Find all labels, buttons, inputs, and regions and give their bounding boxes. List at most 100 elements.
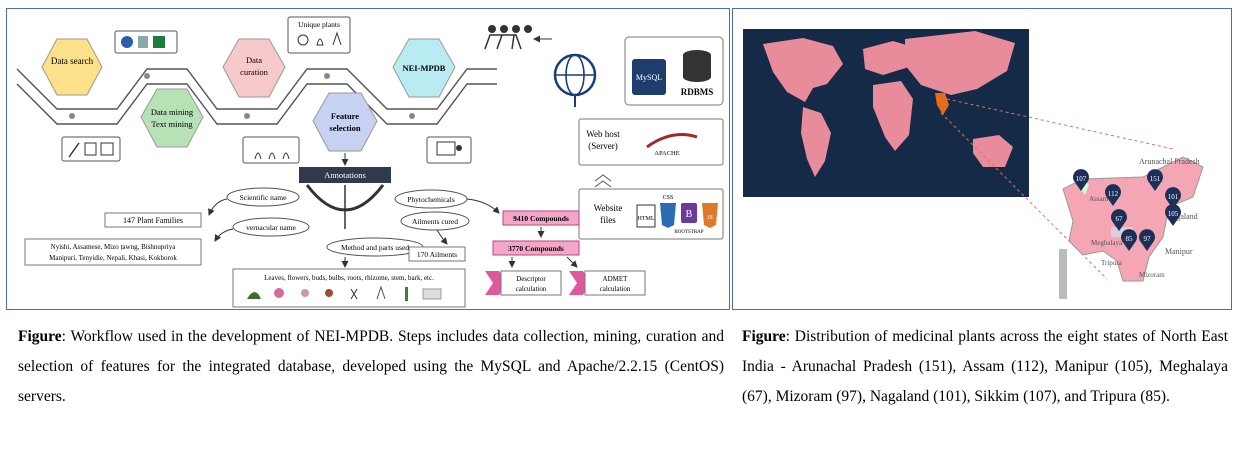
label-tripura: Tripura <box>1101 259 1123 267</box>
css-icon: CSS <box>663 195 674 201</box>
workflow-panel: Data search Data mining Text mining Data… <box>6 8 730 310</box>
pin-meghalaya: 67 <box>1111 209 1127 231</box>
svg-text:ADMET: ADMET <box>603 275 629 283</box>
tools-icon-box <box>114 30 178 54</box>
feature-label-2: selection <box>329 123 360 133</box>
apache-label: APACHE <box>654 150 679 157</box>
flower-icon <box>297 34 309 46</box>
pen-icon <box>68 142 80 158</box>
label-mizoram: Mizoram <box>1139 271 1165 279</box>
leaf-icon <box>316 38 324 46</box>
mysql-label: MySQL <box>636 73 662 82</box>
database-icon <box>138 36 148 48</box>
svg-text:calculation: calculation <box>516 285 547 293</box>
map-panel: Arunachal Pradesh Assam Nagaland Manipur… <box>732 8 1232 310</box>
languages-line-2: Manipuri, Tenyidie, Nepali, Khasi, Kokbo… <box>49 254 177 262</box>
plant-parts-box: Leaves, flowers, buds, bulbs, roots, rhi… <box>264 274 434 282</box>
svg-text:calculation: calculation <box>600 285 631 293</box>
pin-mizoram: 97 <box>1139 229 1155 251</box>
workflow-diagram: Data search Data mining Text mining Data… <box>16 16 724 308</box>
nei-mpdb-label: NEI-MPDB <box>403 63 446 73</box>
unique-plants-box: Unique plants <box>287 16 351 54</box>
website-label-2: files <box>600 215 616 225</box>
users-icon <box>484 25 532 50</box>
distribution-map: Arunachal Pradesh Assam Nagaland Manipur… <box>743 29 1204 299</box>
bootstrap-icon: B <box>686 209 693 220</box>
data-curation-step: Data curation <box>222 38 286 98</box>
annotations-bar <box>299 167 391 183</box>
admet-box: ADMET calculation <box>569 270 646 296</box>
pin-arunachal-pradesh: 151 <box>1147 169 1163 191</box>
data-mining-step: Data mining Text mining <box>140 88 204 148</box>
track-markers <box>69 73 415 119</box>
nei-mpdb-step: NEI-MPDB <box>392 38 456 98</box>
rdbms-box: MySQL RDBMS <box>624 36 724 106</box>
ailments-cured-label: Ailments cured <box>412 217 458 226</box>
caption-text-left: : Workflow used in the development of NE… <box>18 328 724 405</box>
annotations-label: Annotations <box>324 170 366 180</box>
pin-count: 107 <box>1076 175 1087 183</box>
calendar-icon <box>100 142 114 156</box>
web-host-label-2: (Server) <box>588 141 617 151</box>
map-caption: Figure: Distribution of medicinal plants… <box>742 322 1228 412</box>
label-assam: Assam <box>1089 195 1109 203</box>
data-curation-label-2: curation <box>240 67 269 77</box>
scientific-name-label: Scientific name <box>240 193 288 202</box>
pin-tripura: 85 <box>1121 229 1137 251</box>
meghalaya-shape <box>1111 227 1133 237</box>
india-highlight <box>935 93 949 115</box>
descriptor-box: Descriptor calculation <box>485 270 562 296</box>
compounds-9410-box: 9410 Compounds <box>513 214 569 223</box>
data-search-label: Data search <box>51 56 94 66</box>
pin-nagaland: 101 <box>1165 187 1181 209</box>
pin-sikkim: 107 <box>1073 169 1089 191</box>
js-icon: JS <box>707 215 713 221</box>
languages-line-1: Nyishi, Assamese, Mizo ṭawng, Bishnupriy… <box>51 243 177 251</box>
bootstrap-label: BOOTSTRAP <box>674 230 703 235</box>
label-arunachal: Arunachal Pradesh <box>1139 157 1200 166</box>
pin-count: 67 <box>1116 215 1124 223</box>
website-files-box: Website files HTML CSS B BOOTSTRAP JS <box>578 188 724 240</box>
pin-count: 105 <box>1168 210 1179 218</box>
pin-count: 151 <box>1150 175 1161 183</box>
state-count-pins: 151 112 105 67 97 101 107 85 <box>1073 169 1181 251</box>
workflow-caption: Figure: Workflow used in the development… <box>18 322 724 412</box>
vernacular-name-label: vernacular name <box>246 223 296 232</box>
label-manipur: Manipur <box>1165 247 1193 256</box>
pin-count: 112 <box>1108 190 1119 198</box>
website-label-1: Website <box>594 203 623 213</box>
pin-manipur: 105 <box>1165 204 1181 226</box>
source-icon-box <box>61 136 121 162</box>
web-host-label-1: Web host <box>586 129 620 139</box>
globe-icon <box>553 53 597 107</box>
world-map-land <box>763 31 1015 177</box>
label-meghalaya: Meghalaya <box>1091 239 1123 247</box>
book-icon <box>84 142 97 156</box>
monitor-box <box>426 136 472 164</box>
ailments-box: 170 Ailments <box>417 250 457 259</box>
text-mining-label: Text mining <box>151 119 193 129</box>
pin-assam: 112 <box>1105 184 1121 206</box>
excel-icon <box>153 36 165 48</box>
r-icon <box>121 36 133 48</box>
curation-plants-box <box>242 136 300 164</box>
pin-count: 101 <box>1168 193 1179 201</box>
plant-families-box: 147 Plant Families <box>123 216 183 225</box>
data-mining-label: Data mining <box>151 107 194 117</box>
up-arrow-icon <box>594 174 612 188</box>
caption-label-right: Figure <box>742 328 786 345</box>
label-nagaland: Nagaland <box>1167 212 1198 221</box>
caption-label-left: Figure <box>18 328 62 345</box>
lower-track <box>16 83 497 125</box>
caption-text-right: : Distribution of medicinal plants acros… <box>742 328 1228 405</box>
svg-text:Descriptor: Descriptor <box>516 275 546 283</box>
method-parts-label: Method and parts used <box>341 243 409 252</box>
rdbms-label: RDBMS <box>681 87 714 97</box>
plant-parts-icons <box>247 285 442 301</box>
web-host-box: Web host (Server) APACHE <box>578 118 724 166</box>
upper-track <box>16 68 497 110</box>
feature-selection-step: Feature selection <box>312 92 378 152</box>
unique-plants-label: Unique plants <box>298 20 340 29</box>
data-curation-label-1: Data <box>246 55 262 65</box>
pin-count: 85 <box>1126 235 1134 243</box>
